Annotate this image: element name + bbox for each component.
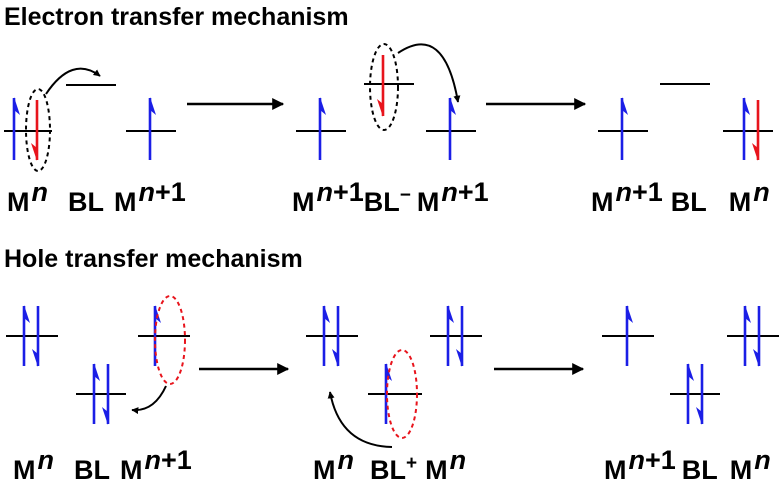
electron-mechanism-title: Electron transfer mechanism [4,3,349,31]
spin-up-arrowhead [744,97,750,115]
hole-mechanism-title: Hole transfer mechanism [4,245,303,273]
dashed-hole-highlight [154,295,186,385]
spin-down-arrowhead [456,349,462,367]
spin-down-arrowhead [752,143,758,161]
spin-up-arrowhead [324,305,330,323]
hole-transfer-curved-arrow [327,391,393,448]
spin-down-arrowhead [102,407,108,425]
spin-up-arrowhead [622,97,628,115]
spin-arrows-group [318,55,456,160]
spin-arrows-group [12,97,156,161]
spin-arrows-group [22,305,161,425]
dashed-electron-highlight [25,88,51,172]
spin-arrows-group [322,305,464,424]
spin-down-arrowhead [31,143,37,161]
hole-transfer-curved-arrow [131,385,167,415]
spin-arrows-group [620,97,760,161]
stage2-label: Mn+1BL−Mn+1 [292,177,489,217]
spin-up-arrowhead [320,97,326,115]
spin-up-arrowhead [24,305,30,323]
spin-up-arrowhead [627,305,633,323]
electron-transfer-curved-arrow [45,67,101,95]
spin-up-arrowhead [155,305,161,323]
spin-down-arrowhead [32,349,38,367]
electron-transfer-curved-arrow [397,43,461,103]
spin-arrows-group [625,305,761,425]
spin-down-arrowhead [696,407,702,425]
spin-up-arrowhead [150,97,156,115]
spin-down-arrowhead [332,349,338,367]
spin-up-arrowhead [688,363,694,381]
spin-up-arrowhead [14,97,20,115]
dashed-electron-highlight [369,43,399,131]
spin-up-arrowhead [745,305,751,323]
spin-down-arrowhead [377,99,383,117]
spin-up-arrowhead [94,363,100,381]
spin-up-arrowhead [450,97,456,115]
spin-up-arrowhead [448,305,454,323]
dashed-hole-highlight [386,349,418,439]
spin-down-arrowhead [753,349,759,367]
